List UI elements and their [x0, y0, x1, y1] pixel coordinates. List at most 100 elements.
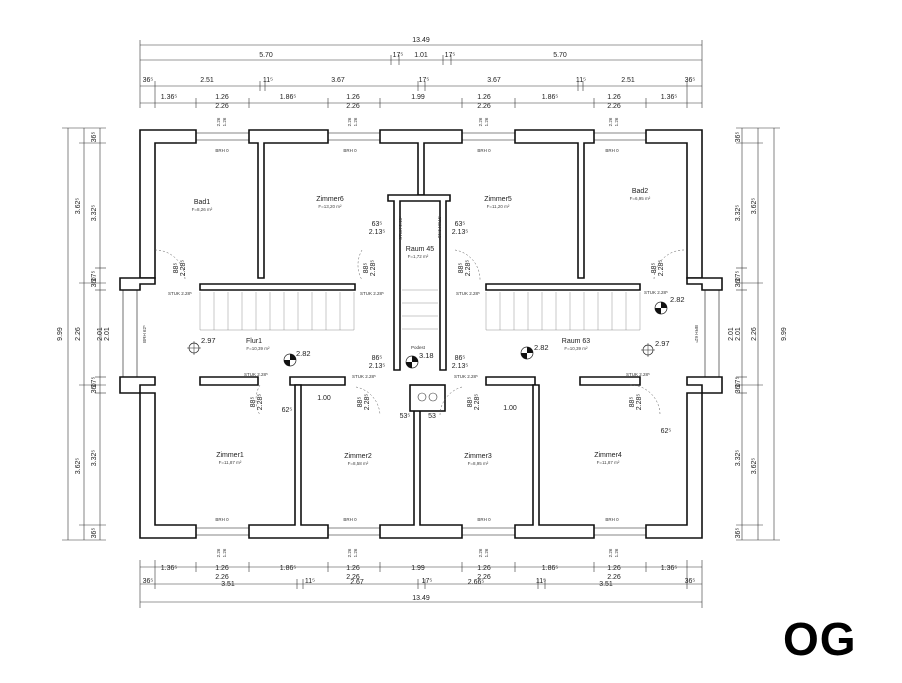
top-dim: 11⁵: [263, 77, 273, 84]
level-value: 2.82: [296, 349, 311, 358]
top-dim: 1.26: [607, 94, 621, 101]
stuk-label: STUK 2.28⁵: [454, 374, 478, 379]
window-dim: 1.26: [222, 117, 227, 126]
right-dim: 3.32⁵: [735, 205, 742, 222]
room-area-zimmer5: F=11,20 m²: [487, 204, 510, 209]
stuk-label: STUK 2.28⁵: [352, 374, 376, 379]
shaft-circles: [417, 392, 438, 402]
bottom-total-dim: 13.49: [412, 595, 430, 602]
left-dim: 3.32⁵: [91, 205, 98, 222]
top-dim: 36⁵: [143, 77, 154, 84]
right-dim: 3.32⁵: [735, 450, 742, 467]
room-name-zimmer2: Zimmer2: [344, 453, 372, 460]
door-dim: 88⁵: [629, 397, 636, 408]
room-name-raum45: Raum 45: [406, 246, 435, 253]
door-dim: 2.28⁵: [658, 260, 665, 277]
floor-level-label: OG: [783, 613, 857, 665]
top-dim: 1.36⁵: [661, 94, 678, 101]
level-markers: [187, 301, 668, 369]
stuk-label: STUK 2.28⁵: [644, 290, 668, 295]
door-dim: 88⁵: [651, 263, 658, 274]
stuk-label: STUK 2.28⁵: [168, 291, 192, 296]
window-dim: 1.26: [484, 548, 489, 557]
window-dim: 2.26: [347, 117, 352, 126]
top-dim: 17⁵: [419, 77, 430, 84]
door-dim: 88⁵: [250, 397, 257, 408]
top-dim: 1.01: [414, 52, 428, 59]
top-dim: 1.26: [215, 94, 229, 101]
brh-vert-label: BRH 62⁵: [694, 325, 699, 343]
left-dim: 36⁵: [91, 132, 98, 143]
brh-label: BRH 0: [477, 517, 491, 522]
top-dim: 1.86⁵: [542, 94, 559, 101]
room-area-raum45: F=1,72 m²: [408, 254, 429, 259]
room-area-bad1: F=8,26 m²: [192, 207, 213, 212]
top-dim: 1.26: [346, 94, 360, 101]
right-dim: 17⁵: [735, 271, 742, 282]
door-dim: 88⁵: [467, 397, 474, 408]
dim-label: 53: [428, 413, 436, 420]
top-dim: 2.26: [346, 103, 360, 110]
left-dim: 36⁵: [91, 383, 98, 394]
room-area-flur1: F=10,39 m²: [246, 346, 270, 351]
right-dim: 3.62⁵: [751, 458, 758, 475]
door-dim: 2.28⁵: [364, 394, 371, 411]
bottom-dim: 2.66⁵: [468, 579, 485, 586]
podest-label: Podest: [411, 345, 426, 350]
dim-label: 62⁵: [661, 428, 672, 435]
bottom-dim: 2.26: [215, 574, 229, 581]
bottom-dim: 36⁵: [143, 578, 154, 585]
dim-label: 1.00: [503, 405, 517, 412]
top-dim: 2.26: [215, 103, 229, 110]
door-dim: 2.28⁵: [465, 260, 472, 277]
top-dim: 17⁵: [393, 52, 404, 59]
door-swings: [154, 249, 685, 416]
level-marker-icon: [405, 355, 419, 369]
window-dim: 1.26: [614, 548, 619, 557]
brh-vert-label: BRH 62⁵: [142, 325, 147, 343]
right-dim: 36⁵: [735, 383, 742, 394]
dim-label: 2.13⁵: [369, 363, 386, 370]
top-dim: 1.36⁵: [161, 94, 178, 101]
left-dim: 36⁵: [91, 277, 98, 288]
window-dim: 2.26: [608, 117, 613, 126]
left-dim: 3.62⁵: [75, 458, 82, 475]
room-name-flur1: Flur1: [246, 338, 262, 345]
top-dim: 1.99: [411, 94, 425, 101]
top-dimension-chain: [139, 40, 703, 108]
bottom-dim: 11⁵: [305, 578, 315, 585]
right-dim: 36⁵: [735, 132, 742, 143]
level-value: 3.18: [419, 351, 434, 360]
level-value: 2.82: [670, 295, 685, 304]
room-area-zimmer4: F=11,87 m²: [597, 460, 620, 465]
level-value: 2.82: [534, 343, 549, 352]
brh-label: BRH 0: [215, 148, 229, 153]
windows: [122, 132, 720, 536]
room-name-zimmer1: Zimmer1: [216, 452, 244, 459]
top-dim: 5.70: [259, 52, 273, 59]
door-dim: 88⁵: [458, 263, 465, 274]
left-dim: 17⁵: [91, 271, 98, 282]
level-value: 2.97: [655, 339, 670, 348]
brh-label: BRH 0: [605, 517, 619, 522]
door-dim: 2.28⁵: [370, 260, 377, 277]
door-dim: 2.28⁵: [636, 394, 643, 411]
top-dim: 1.86⁵: [280, 94, 297, 101]
room-name-zimmer4: Zimmer4: [594, 452, 622, 459]
room-name-zimmer6: Zimmer6: [316, 196, 344, 203]
bottom-dim: 2.26: [607, 574, 621, 581]
stuk-label: STUK 2.28⁵: [360, 291, 384, 296]
top-dim: 36⁵: [685, 77, 696, 84]
window-dim: 1.26: [353, 117, 358, 126]
level-marker-icon: [641, 343, 655, 357]
right-dim: 2.01: [735, 327, 742, 341]
door-dim: 2.28⁵: [257, 394, 264, 411]
top-dim: 5.70: [553, 52, 567, 59]
bottom-dim: 2.26: [477, 574, 491, 581]
bottom-dimension-chain: [139, 560, 703, 608]
stuk-label: STUK 2.28⁵: [626, 372, 650, 377]
window-dim: 2.26: [478, 117, 483, 126]
dim-label: 86⁵: [455, 355, 466, 362]
dim-label: 86⁵: [372, 355, 383, 362]
bottom-dim: 2.26: [346, 574, 360, 581]
